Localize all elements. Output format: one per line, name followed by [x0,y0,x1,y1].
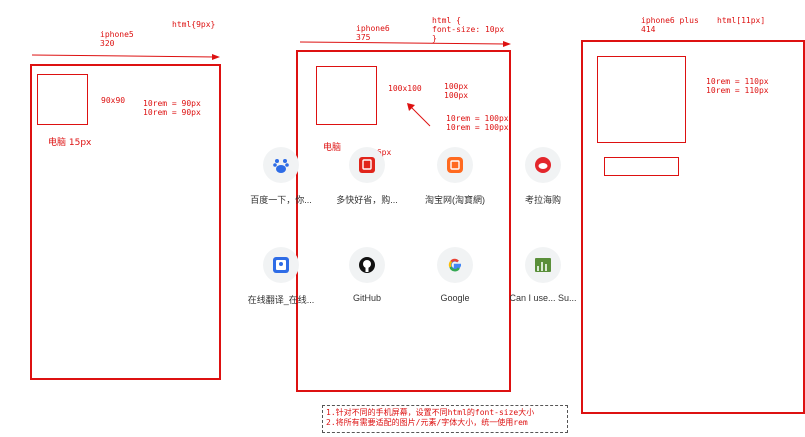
right-rem-2: 10rem = 110px [706,86,769,95]
shortcut-taobao[interactable]: 淘宝网(淘寶網) [410,147,500,206]
note-line-2: 2.将所有需要适配的图片/元素/字体大小，统一使用rem [326,418,528,427]
left-rem-1: 10rem = 90px [143,99,201,108]
mid-pointer-arrow [407,103,431,127]
note-line-1: 1.针对不同的手机屏幕，设置不同html的font-size大小 [326,408,535,417]
notes-box [322,405,568,433]
shortcut-jd[interactable]: 多快好省，购... [322,147,412,206]
shortcut-label: 百度一下，你... [250,195,312,205]
left-width-arrow [31,54,220,60]
right-rem-1: 10rem = 110px [706,77,769,86]
caniuse-icon [525,247,561,283]
shortcut-label: GitHub [352,293,381,303]
left-rem-2: 10rem = 90px [143,108,201,117]
shortcut-label: 考拉海购 [524,195,561,205]
left-pc-note: 电脑 15px [48,138,92,148]
left-html-note: html{9px} [172,20,216,29]
mid-rem-2: 10rem = 100px [446,123,509,132]
mid-16px-note: 16px [372,148,392,157]
left-device-width: 320 [100,39,115,48]
mid-device-width: 375 [356,33,371,42]
kaola-icon [525,147,561,183]
shortcut-github[interactable]: GitHub [322,247,412,303]
baidu-icon [263,147,299,183]
right-input-box [604,157,679,176]
right-device-name: iphone6 plus [641,16,699,25]
shortcut-label: Google [440,293,470,303]
mid-pc-note: 电脑 [323,143,342,153]
left-device-frame [30,64,221,380]
right-device-width: 414 [641,25,656,34]
jd-icon [349,147,385,183]
translate-icon [263,247,299,283]
mid-rem-1: 10rem = 100px [446,114,509,123]
taobao-icon [437,147,473,183]
shortcut-label: 淘宝网(淘寶網) [425,195,485,205]
mid-html-note: html { font-size: 10px } [432,16,505,43]
mid-width-arrow [299,41,511,47]
shortcut-label: Can I use... Su... [509,293,577,303]
shortcut-label: 在线翻译_在线... [247,295,315,305]
shortcut-label: 多快好省，购... [336,195,398,205]
mid-device-frame [296,50,511,392]
github-icon [349,247,385,283]
mid-sample-box [316,66,377,125]
mid-box-size: 100x100 [388,84,422,93]
right-sample-box [597,56,686,143]
left-box-size: 90x90 [101,96,126,105]
mid-device-name: iphone6 [356,24,390,33]
google-icon [437,247,473,283]
shortcut-google[interactable]: Google [410,247,500,303]
shortcut-translate[interactable]: 在线翻译_在线... [236,247,326,306]
shortcut-baidu[interactable]: 百度一下，你... [236,147,326,206]
left-device-name: iphone5 [100,30,134,39]
right-device-frame [581,40,805,414]
left-sample-box [37,74,88,125]
shortcut-caniuse[interactable]: Can I use... Su... [498,247,588,303]
mid-px-note: 100px 100px [444,82,469,100]
right-html-note: html[11px] [717,16,766,25]
shortcut-kaola[interactable]: 考拉海购 [498,147,588,206]
